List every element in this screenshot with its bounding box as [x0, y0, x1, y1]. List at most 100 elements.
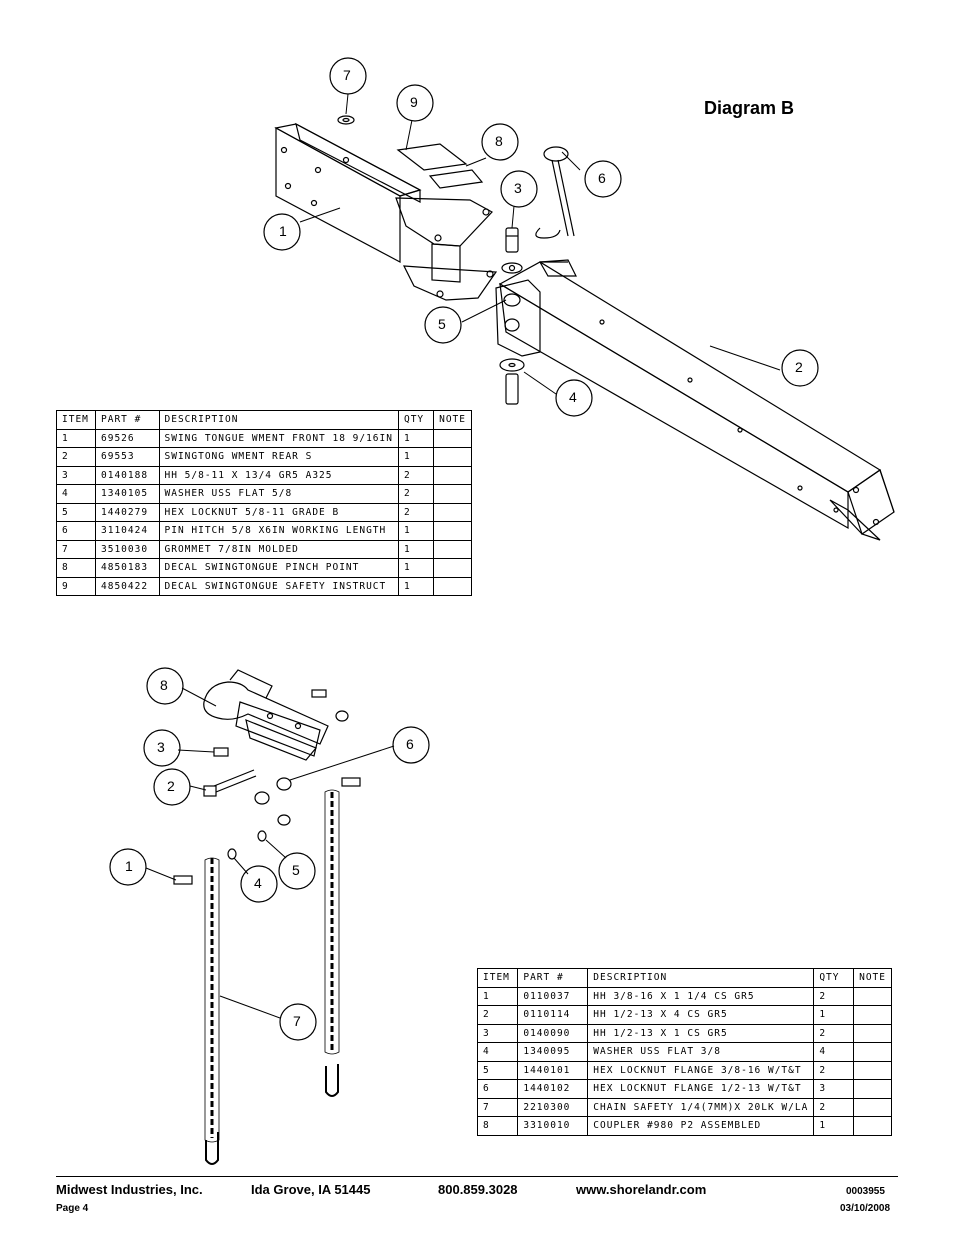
cell: 2 [55, 447, 97, 467]
cell: 1440101 [517, 1060, 589, 1080]
cell: 69526 [95, 428, 160, 448]
callout-7-top: 7 [343, 67, 351, 83]
footer-doc-number: 0003955 [846, 1186, 885, 1197]
cell: COUPLER #980 P2 ASSEMBLED [587, 1116, 815, 1136]
cell: 3 [476, 1023, 519, 1043]
cell: PIN HITCH 5/8 X6IN WORKING LENGTH [158, 521, 399, 541]
cell: 1 [476, 986, 519, 1006]
cell [853, 1079, 892, 1099]
cell [853, 986, 892, 1006]
cell: 4 [813, 1042, 855, 1062]
callout-4-bottom: 4 [254, 875, 262, 891]
cell: 0140090 [517, 1023, 589, 1043]
cell [433, 428, 472, 448]
callouts-bottom [109, 667, 430, 1041]
callout-2-top: 2 [795, 359, 803, 375]
cell: 1340095 [517, 1042, 589, 1062]
cell: 1 [397, 558, 435, 578]
cell: HEX LOCKNUT FLANGE 3/8-16 W/T&T [587, 1060, 815, 1080]
callout-3-bottom: 3 [157, 739, 165, 755]
cell: 1 [55, 428, 97, 448]
col-qty: QTY [397, 410, 435, 430]
col-description: DESCRIPTION [587, 968, 815, 988]
cell: 3110424 [95, 521, 160, 541]
callout-6-bottom: 6 [406, 736, 414, 752]
cell [853, 1060, 892, 1080]
callout-6-top: 6 [598, 170, 606, 186]
callout-7-bottom: 7 [293, 1013, 301, 1029]
callout-9-top: 9 [410, 94, 418, 110]
col-part: PART # [517, 968, 589, 988]
cell [433, 465, 472, 485]
cell: 5 [55, 502, 97, 522]
cell [433, 447, 472, 467]
cell: CHAIN SAFETY 1/4(7MM)X 20LK W/LA [587, 1097, 815, 1117]
cell: HEX LOCKNUT FLANGE 1/2-13 W/T&T [587, 1079, 815, 1099]
leaders-top [299, 93, 781, 395]
cell: 3 [55, 465, 97, 485]
cell: HH 5/8-11 X 13/4 GR5 A325 [158, 465, 399, 485]
col-note: NOTE [853, 968, 892, 988]
callout-4-top: 4 [569, 389, 577, 405]
cell: SWINGTONG WMENT REAR S [158, 447, 399, 467]
coupler-drawing [173, 669, 361, 885]
cell: SWING TONGUE WMENT FRONT 18 9/16IN [158, 428, 399, 448]
cell: 7 [476, 1097, 519, 1117]
footer-company: Midwest Industries, Inc. [56, 1182, 203, 1197]
footer-divider [56, 1176, 898, 1177]
cell [433, 558, 472, 578]
cell: 3510030 [95, 539, 160, 559]
cell: 1340105 [95, 484, 160, 504]
footer-city: Ida Grove, IA 51445 [251, 1182, 371, 1197]
cell: 4850183 [95, 558, 160, 578]
cell: DECAL SWINGTONGUE SAFETY INSTRUCT [158, 576, 399, 596]
cell: DECAL SWINGTONGUE PINCH POINT [158, 558, 399, 578]
callout-8-bottom: 8 [160, 677, 168, 693]
callouts-top [263, 57, 819, 417]
cell: 0140188 [95, 465, 160, 485]
callout-5-bottom: 5 [292, 862, 300, 878]
cell: 6 [55, 521, 97, 541]
cell: 4850422 [95, 576, 160, 596]
col-part: PART # [95, 410, 160, 430]
callout-5-top: 5 [438, 316, 446, 332]
cell [433, 502, 472, 522]
leaders-bottom [145, 687, 395, 1019]
footer-date: 03/10/2008 [840, 1203, 891, 1214]
cell: HH 1/2-13 X 1 CS GR5 [587, 1023, 815, 1043]
cell [433, 484, 472, 504]
cell: 3 [813, 1079, 855, 1099]
col-item: ITEM [476, 968, 519, 988]
chains-drawing [204, 789, 340, 1165]
cell: 69553 [95, 447, 160, 467]
cell: 8 [55, 558, 97, 578]
col-description: DESCRIPTION [158, 410, 399, 430]
cell: 1 [397, 539, 435, 559]
cell: 4 [476, 1042, 519, 1062]
cell: 2 [813, 986, 855, 1006]
cell: 6 [476, 1079, 519, 1099]
footer-website[interactable]: www.shorelandr.com [576, 1182, 707, 1197]
front-tongue-drawing [274, 115, 498, 301]
cell: 1 [813, 1005, 855, 1025]
cell: 2 [813, 1097, 855, 1117]
cell: 1440102 [517, 1079, 589, 1099]
cell [433, 576, 472, 596]
table-header-row: ITEM PART # DESCRIPTION QTY NOTE [476, 968, 892, 988]
cell: HEX LOCKNUT 5/8-11 GRADE B [158, 502, 399, 522]
callout-1-top: 1 [279, 223, 287, 239]
